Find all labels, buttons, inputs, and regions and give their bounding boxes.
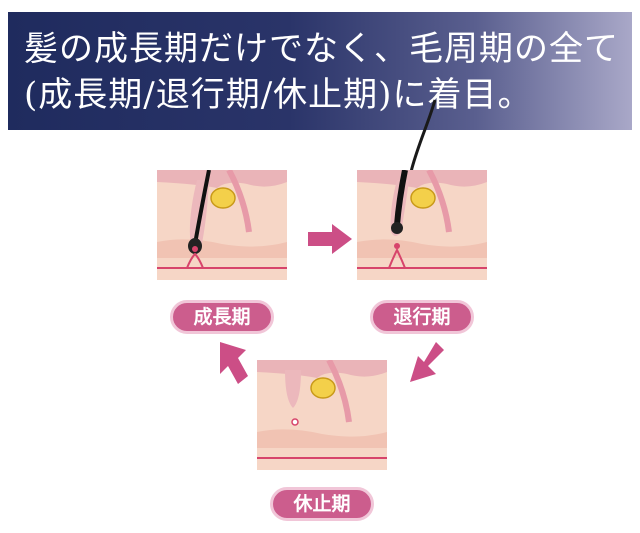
headline-line-1: 髪の成長期だけでなく、毛周期の全て (24, 29, 619, 69)
arrow-up-left-icon (220, 342, 248, 384)
headline-banner: 髪の成長期だけでなく、毛周期の全て (成長期/退行期/休止期)に着目。 (8, 12, 632, 130)
resting-phase-illustration (257, 360, 387, 470)
growth-phase-label: 成長期 (170, 300, 274, 334)
regression-phase-illustration (357, 170, 487, 280)
resting-phase-label: 休止期 (270, 487, 374, 521)
arrow-down-left-icon (410, 342, 444, 382)
arrow-right-icon (308, 224, 352, 254)
growth-phase-illustration (157, 170, 287, 280)
headline-line-2: (成長期/退行期/休止期)に着目。 (24, 75, 533, 115)
regression-phase-label: 退行期 (370, 300, 474, 334)
